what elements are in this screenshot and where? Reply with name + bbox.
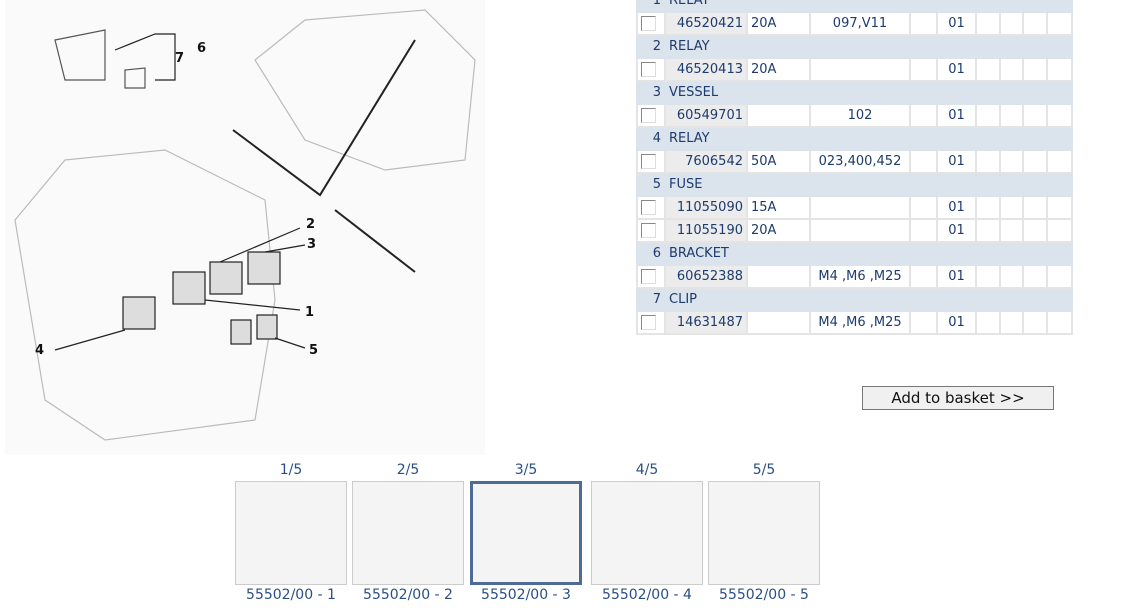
- quantity: 01: [936, 103, 977, 128]
- rating: [746, 264, 811, 289]
- part-row: 46520421 20A 097,V11 01: [636, 11, 1073, 36]
- thumbnail-page-5[interactable]: 5/5 55502/00 - 5: [708, 462, 820, 603]
- notes: 102: [809, 103, 911, 128]
- thumbnail-code-link[interactable]: 55502/00 - 1: [246, 587, 336, 603]
- quantity: 01: [936, 310, 977, 335]
- quantity: 01: [936, 218, 977, 243]
- group-name: VESSEL: [664, 80, 1073, 105]
- thumbnail-page-label: 5/5: [752, 462, 776, 478]
- thumbnail-image[interactable]: [591, 481, 703, 585]
- group-number: 7: [636, 287, 666, 312]
- rating: 20A: [746, 11, 811, 36]
- part-number: 46520421: [664, 11, 748, 36]
- group-number: 4: [636, 126, 666, 151]
- select-checkbox[interactable]: [641, 223, 656, 238]
- callout-7: 7: [175, 51, 184, 66]
- parts-diagram: 1 2 3 4 5 6 7: [5, 0, 485, 455]
- quantity: 01: [936, 57, 977, 82]
- rating: 20A: [746, 218, 811, 243]
- thumbnail-image[interactable]: [470, 481, 582, 585]
- group-number: 2: [636, 34, 666, 59]
- group-name: RELAY: [664, 126, 1073, 151]
- part-number: 11055090: [664, 195, 748, 220]
- thumbnail-page-label: 1/5: [279, 462, 303, 478]
- callout-5: 5: [309, 343, 318, 358]
- part-row: 60652388 M4 ,M6 ,M25 01: [636, 264, 1073, 289]
- part-row: 60549701 102 01: [636, 103, 1073, 128]
- group-number: 6: [636, 241, 666, 266]
- part-number: 60652388: [664, 264, 748, 289]
- thumbnail-image[interactable]: [352, 481, 464, 585]
- rating: 15A: [746, 195, 811, 220]
- callout-6: 6: [197, 41, 206, 56]
- select-checkbox[interactable]: [641, 269, 656, 284]
- notes: [809, 218, 911, 243]
- group-name: BRACKET: [664, 241, 1073, 266]
- thumbnail-code-link[interactable]: 55502/00 - 2: [363, 587, 453, 603]
- part-number: 46520413: [664, 57, 748, 82]
- part-number: 7606542: [664, 149, 748, 174]
- callout-1: 1: [305, 305, 314, 320]
- callout-3: 3: [307, 237, 316, 252]
- thumbnail-page-3[interactable]: 3/5 55502/00 - 3: [470, 462, 582, 603]
- quantity: 01: [936, 149, 977, 174]
- thumbnail-code-link[interactable]: 55502/00 - 4: [602, 587, 692, 603]
- part-row: 7606542 50A 023,400,452 01: [636, 149, 1073, 174]
- quantity: 01: [936, 11, 977, 36]
- rating: [746, 310, 811, 335]
- select-checkbox[interactable]: [641, 16, 656, 31]
- thumbnail-image[interactable]: [708, 481, 820, 585]
- notes: [809, 57, 911, 82]
- group-name: CLIP: [664, 287, 1073, 312]
- rating: 50A: [746, 149, 811, 174]
- thumbnail-page-4[interactable]: 4/5 55502/00 - 4: [591, 462, 703, 603]
- select-checkbox[interactable]: [641, 315, 656, 330]
- notes: [809, 195, 911, 220]
- thumbnail-code-link[interactable]: 55502/00 - 5: [719, 587, 809, 603]
- part-number: 11055190: [664, 218, 748, 243]
- select-checkbox[interactable]: [641, 200, 656, 215]
- callout-4: 4: [35, 343, 44, 358]
- quantity: 01: [936, 195, 977, 220]
- group-number: 5: [636, 172, 666, 197]
- part-number: 14631487: [664, 310, 748, 335]
- select-checkbox[interactable]: [641, 154, 656, 169]
- select-checkbox[interactable]: [641, 62, 656, 77]
- part-number: 60549701: [664, 103, 748, 128]
- thumbnail-page-2[interactable]: 2/5 55502/00 - 2: [352, 462, 464, 603]
- thumbnail-code-link[interactable]: 55502/00 - 3: [481, 587, 571, 603]
- callout-2: 2: [306, 217, 315, 232]
- thumbnail-page-label: 2/5: [396, 462, 420, 478]
- group-name: RELAY: [664, 34, 1073, 59]
- quantity: 01: [936, 264, 977, 289]
- thumbnail-page-1[interactable]: 1/5 55502/00 - 1: [235, 462, 347, 603]
- add-to-basket-button[interactable]: Add to basket >>: [862, 386, 1054, 410]
- group-number: 1: [636, 0, 666, 13]
- part-row: 11055090 15A 01: [636, 195, 1073, 220]
- thumbnail-page-label: 4/5: [635, 462, 659, 478]
- part-row: 46520413 20A 01: [636, 57, 1073, 82]
- group-name: FUSE: [664, 172, 1073, 197]
- part-row: 11055190 20A 01: [636, 218, 1073, 243]
- notes: 097,V11: [809, 11, 911, 36]
- rating: 20A: [746, 57, 811, 82]
- notes: M4 ,M6 ,M25: [809, 310, 911, 335]
- notes: M4 ,M6 ,M25: [809, 264, 911, 289]
- group-name: RELAY: [664, 0, 1073, 13]
- rating: [746, 103, 811, 128]
- part-row: 14631487 M4 ,M6 ,M25 01: [636, 310, 1073, 335]
- group-number: 3: [636, 80, 666, 105]
- notes: 023,400,452: [809, 149, 911, 174]
- select-checkbox[interactable]: [641, 108, 656, 123]
- thumbnail-page-label: 3/5: [514, 462, 538, 478]
- thumbnail-image[interactable]: [235, 481, 347, 585]
